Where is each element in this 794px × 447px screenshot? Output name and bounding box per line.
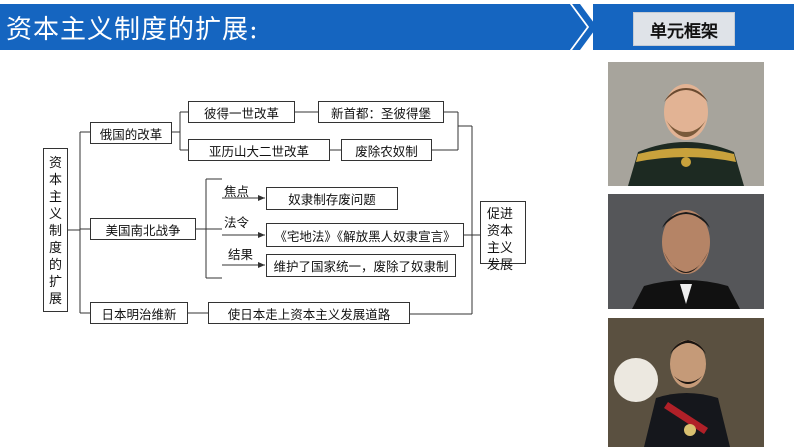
meiji-restoration-node: 日本明治维新 <box>90 302 188 324</box>
focus-node: 奴隶制存废问题 <box>266 187 398 210</box>
peter-result-node: 新首都：圣彼得堡 <box>318 101 444 123</box>
chevron-decoration <box>540 4 597 50</box>
result-label: 结果 <box>228 247 254 262</box>
alexander-result-node: 废除农奴制 <box>341 139 432 161</box>
russia-reform-node: 俄国的改革 <box>90 122 172 144</box>
root-node: 资本主义制度的扩展 <box>43 148 68 312</box>
alexander-portrait <box>608 62 764 186</box>
meiji-portrait <box>608 318 764 447</box>
result-node: 促进资本主义发展 <box>480 201 526 273</box>
us-civil-war-node: 美国南北战争 <box>90 218 196 240</box>
header-bar: 资本主义制度的扩展: 单元框架 <box>0 0 794 54</box>
us-result-node: 维护了国家统一，废除了奴隶制 <box>266 254 456 277</box>
alexander-reform-node: 亚历山大二世改革 <box>188 139 330 161</box>
lincoln-portrait <box>608 194 764 309</box>
decree-label: 法令 <box>224 215 250 230</box>
title-banner <box>0 4 570 50</box>
page-title: 资本主义制度的扩展: <box>6 15 259 45</box>
meiji-result-node: 使日本走上资本主义发展道路 <box>208 302 410 324</box>
unit-framework-label: 单元框架 <box>633 12 735 46</box>
decree-node: 《宅地法》《解放黑人奴隶宣言》 <box>266 223 464 247</box>
focus-label: 焦点 <box>224 184 250 199</box>
peter-reform-node: 彼得一世改革 <box>188 101 295 123</box>
